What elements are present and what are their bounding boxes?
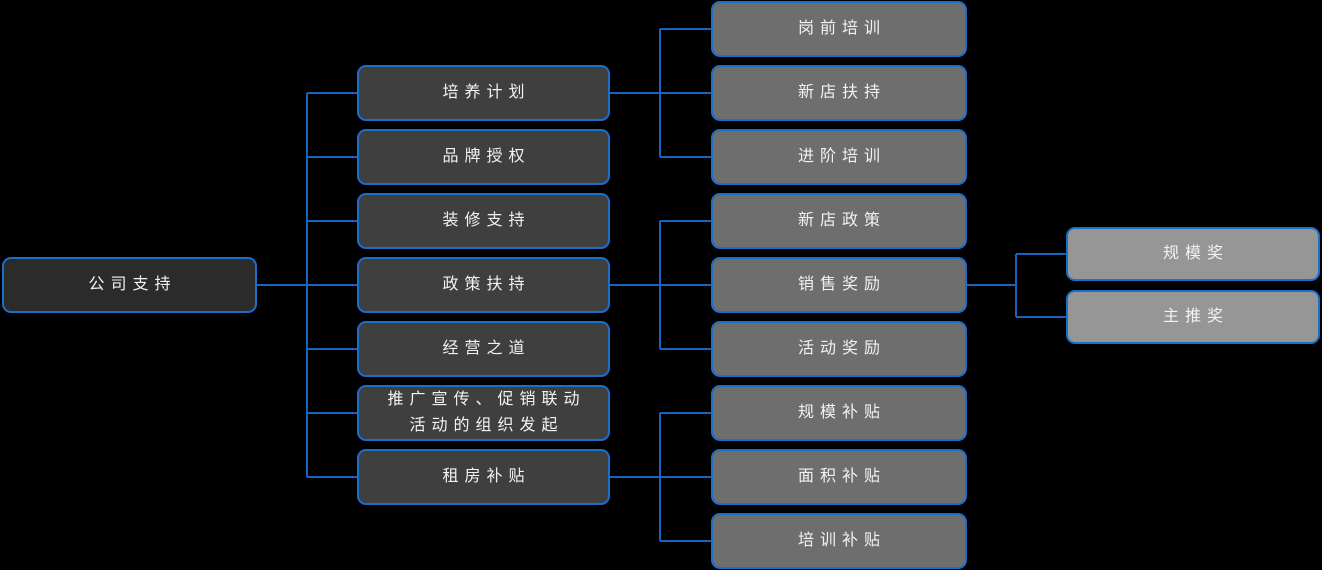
node-scale-award[interactable]: 规模奖 [1066,227,1320,281]
node-label: 新店政策 [797,212,886,229]
connector-root-to-level2 [257,92,357,478]
node-label: 销售奖励 [797,276,886,293]
connector-policy-support-branch [610,220,711,350]
node-label: 培训补贴 [797,532,886,549]
node-label: 租房补贴 [442,468,531,485]
node-label: 规模补贴 [797,404,886,421]
node-promotion-organization[interactable]: 推广宣传、促销联动 活动的组织发起 [357,385,610,441]
node-label: 经营之道 [442,340,531,357]
connector-sales-incentive-branch [967,253,1066,318]
node-label: 岗前培训 [797,20,886,37]
node-brand-authorization[interactable]: 品牌授权 [357,129,610,185]
node-main-push-award[interactable]: 主推奖 [1066,290,1320,344]
node-pre-job-training[interactable]: 岗前培训 [711,1,967,57]
node-training-subsidy[interactable]: 培训补贴 [711,513,967,569]
node-label: 面积补贴 [797,468,886,485]
node-scale-subsidy[interactable]: 规模补贴 [711,385,967,441]
node-label: 推广宣传、促销联动 活动的组织发起 [387,391,586,434]
node-label: 规模奖 [1162,245,1229,262]
connector-training-plan-branch [610,28,711,158]
node-label: 主推奖 [1162,308,1229,325]
node-decoration-support[interactable]: 装修支持 [357,193,610,249]
node-area-subsidy[interactable]: 面积补贴 [711,449,967,505]
node-advanced-training[interactable]: 进阶培训 [711,129,967,185]
node-business-management[interactable]: 经营之道 [357,321,610,377]
node-label: 装修支持 [442,212,531,229]
node-sales-incentive[interactable]: 销售奖励 [711,257,967,313]
node-label: 进阶培训 [797,148,886,165]
node-company-support[interactable]: 公司支持 [2,257,257,313]
node-label: 公司支持 [88,276,177,293]
node-new-store-support[interactable]: 新店扶持 [711,65,967,121]
node-new-store-policy[interactable]: 新店政策 [711,193,967,249]
node-label: 品牌授权 [442,148,531,165]
node-policy-support[interactable]: 政策扶持 [357,257,610,313]
node-label: 新店扶持 [797,84,886,101]
node-activity-incentive[interactable]: 活动奖励 [711,321,967,377]
node-label: 政策扶持 [442,276,531,293]
node-label: 培养计划 [442,84,531,101]
node-training-plan[interactable]: 培养计划 [357,65,610,121]
connector-rent-subsidy-branch [610,412,711,542]
node-label: 活动奖励 [797,340,886,357]
node-rent-subsidy[interactable]: 租房补贴 [357,449,610,505]
